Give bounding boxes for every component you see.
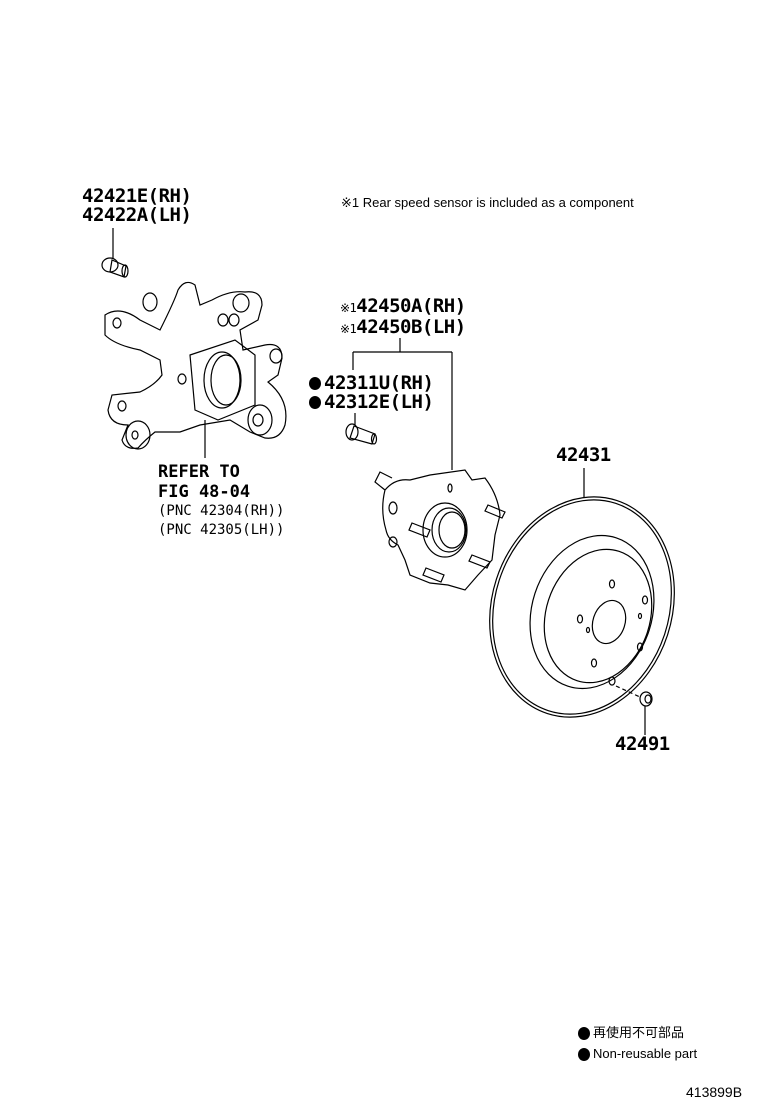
legend-label-ja: 再使用不可部品 xyxy=(593,1025,685,1040)
figure-id: 413899B xyxy=(686,1084,743,1100)
part-number-lh[interactable]: 42450B(LH) xyxy=(356,316,466,338)
part-label-disc-plug[interactable]: 42491 xyxy=(615,735,670,754)
hub-bearing-icon xyxy=(374,469,506,591)
legend-item: Non-reusable part xyxy=(578,1043,697,1064)
wheel-stud-icon xyxy=(408,504,506,583)
note-mark: ※1 xyxy=(341,195,360,210)
non-reusable-dot-icon xyxy=(309,396,321,409)
part-number-lh[interactable]: 42422A(LH) xyxy=(82,204,192,226)
reference-line-3: (PNC 42304(RH)) xyxy=(158,503,285,519)
note-text: Rear speed sensor is included as a compo… xyxy=(362,195,634,210)
part-number-rh[interactable]: 42421E(RH) xyxy=(82,185,192,207)
reference-line-4: (PNC 42305(LH)) xyxy=(158,522,285,538)
asterisk-mark: ※1 xyxy=(340,322,357,336)
non-reusable-dot-icon xyxy=(309,377,321,390)
part-number[interactable]: 42431 xyxy=(556,444,611,466)
disc-plug-icon xyxy=(639,691,653,707)
reference-line-1: REFER TO xyxy=(158,462,240,482)
part-number-rh[interactable]: 42311U(RH) xyxy=(324,372,434,394)
part-label-knuckle-bolt[interactable]: 42421E(RH) 42422A(LH) xyxy=(82,185,192,226)
hub-bolt-icon xyxy=(345,423,378,445)
filled-circle-icon xyxy=(578,1048,590,1062)
part-label-hub-bolt[interactable]: 42311U(RH) 42312E(LH) xyxy=(309,372,434,413)
component-note: ※1 Rear speed sensor is included as a co… xyxy=(341,195,634,211)
legend-item: 再使用不可部品 xyxy=(578,1022,697,1043)
part-number-rh[interactable]: 42450A(RH) xyxy=(356,295,466,317)
part-label-brake-disc[interactable]: 42431 xyxy=(556,446,611,465)
reference-note[interactable]: REFER TO FIG 48-04 (PNC 42304(RH)) (PNC … xyxy=(158,462,284,540)
reference-line-2[interactable]: FIG 48-04 xyxy=(158,482,251,502)
part-number[interactable]: 42491 xyxy=(615,733,670,755)
part-number-lh[interactable]: 42312E(LH) xyxy=(324,391,434,413)
steering-knuckle-icon xyxy=(104,281,287,450)
filled-circle-icon xyxy=(578,1027,590,1041)
legend-label-en: Non-reusable part xyxy=(593,1046,698,1061)
brake-disc-icon xyxy=(489,496,675,718)
part-label-hub-bearing[interactable]: ※142450A(RH) ※142450B(LH) xyxy=(340,297,466,339)
knuckle-bolt-icon xyxy=(101,257,129,278)
legend: 再使用不可部品 Non-reusable part xyxy=(578,1022,697,1064)
asterisk-mark: ※1 xyxy=(340,301,357,315)
